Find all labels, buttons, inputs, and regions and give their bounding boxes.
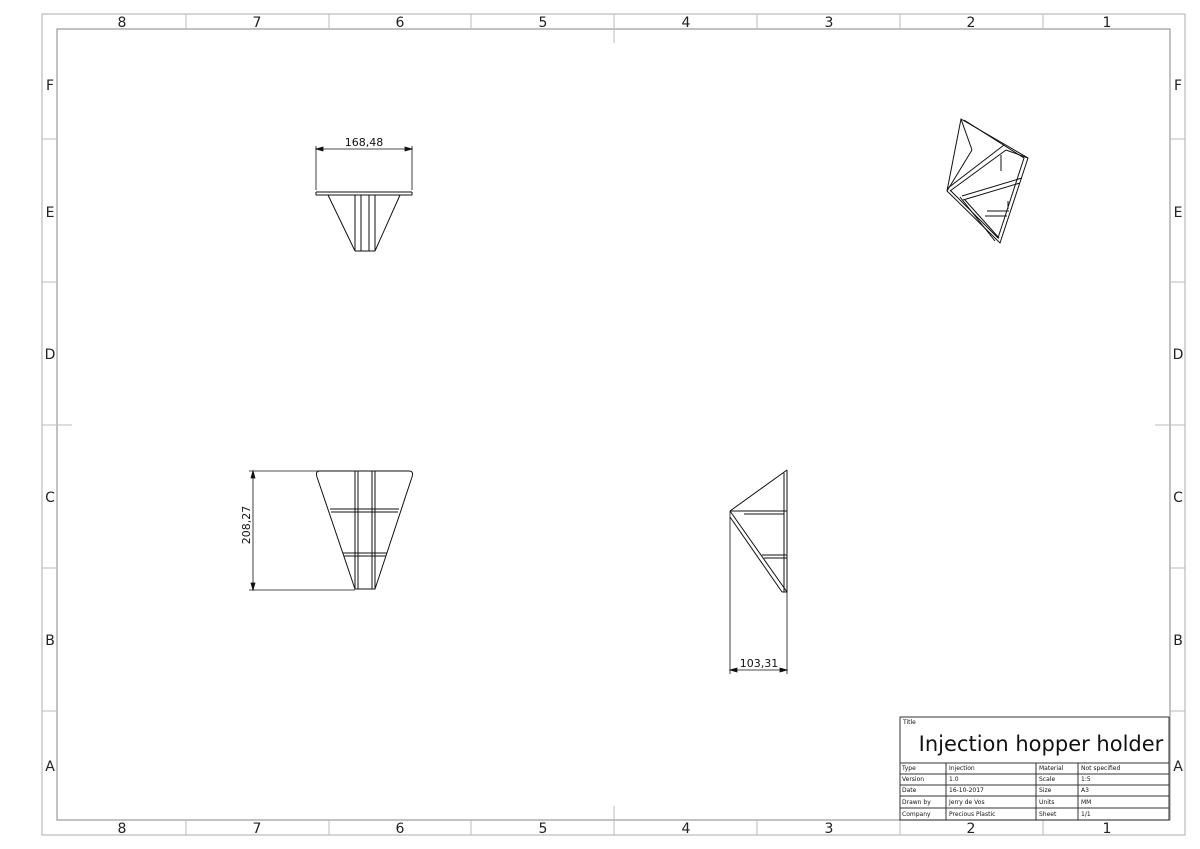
tb-row-key: Material <box>1039 765 1064 772</box>
zone-col-label: 6 <box>396 15 405 31</box>
zone-col-label: 5 <box>539 821 548 837</box>
zone-row-label: E <box>1174 205 1183 221</box>
front-view <box>315 470 414 590</box>
title-label: Title <box>902 719 916 726</box>
zone-labels-top: 8 7 6 5 4 3 2 1 <box>118 15 1112 31</box>
zone-row-label: C <box>45 490 55 506</box>
tb-row-key: Version <box>902 776 924 783</box>
zone-row-label: D <box>1173 347 1184 363</box>
tb-row-value: Jerry de Vos <box>948 799 985 806</box>
outer-border <box>41 13 1186 836</box>
tb-row-key: Type <box>901 765 916 772</box>
tb-row-value: 1.0 <box>949 776 959 783</box>
tb-row-value: MM <box>1081 799 1091 806</box>
zone-col-label: 3 <box>825 15 834 31</box>
drawing-title: Injection hopper holder <box>919 732 1164 756</box>
dimension-label-width: 168,48 <box>345 136 384 149</box>
tb-row-value: 1/1 <box>1081 811 1091 818</box>
zone-col-label: 8 <box>118 821 127 837</box>
zone-row-label: D <box>45 347 56 363</box>
tb-row-key: Drawn by <box>902 799 931 806</box>
tb-row-value: Precious Plastic <box>949 811 995 818</box>
zone-row-label: B <box>45 633 55 649</box>
zone-row-label: E <box>46 205 55 221</box>
zone-col-label: 1 <box>1103 821 1112 837</box>
zone-row-label: A <box>1173 759 1183 775</box>
isometric-view <box>946 118 1029 244</box>
zone-row-label: C <box>1173 490 1183 506</box>
tb-row-value: A3 <box>1081 787 1089 794</box>
zone-labels-bottom: 8 7 6 5 4 3 2 1 <box>118 821 1112 837</box>
zone-labels-left: F E D C B A <box>45 78 56 775</box>
zone-labels-right: F E D C B A <box>1173 78 1184 775</box>
tb-row-key: Company <box>902 811 931 818</box>
zone-row-label: B <box>1173 633 1183 649</box>
zone-col-label: 1 <box>1103 15 1112 31</box>
zone-col-label: 3 <box>825 821 834 837</box>
zone-col-label: 5 <box>539 15 548 31</box>
zone-col-label: 2 <box>967 15 976 31</box>
zone-col-label: 2 <box>967 821 976 837</box>
zone-row-label: F <box>1174 78 1182 94</box>
tb-row-key: Size <box>1039 787 1052 794</box>
tb-row-key: Sheet <box>1039 811 1057 818</box>
top-view <box>315 191 413 252</box>
zone-col-label: 8 <box>118 15 127 31</box>
dimension-label-height: 208,27 <box>240 506 253 545</box>
zone-col-label: 6 <box>396 821 405 837</box>
zone-col-label: 7 <box>253 15 262 31</box>
tb-row-key: Units <box>1039 799 1054 806</box>
tb-row-key: Date <box>902 787 917 794</box>
zone-dividers <box>42 14 1185 835</box>
side-view <box>729 469 788 593</box>
zone-col-label: 7 <box>253 821 262 837</box>
dimension-side-width <box>728 511 789 674</box>
dimension-top-width <box>314 146 414 190</box>
tb-row-key: Scale <box>1039 776 1055 783</box>
tb-row-value: Not specified <box>1081 765 1120 772</box>
dimension-label-depth: 103,31 <box>740 657 779 670</box>
tb-row-value: 16-10-2017 <box>949 787 984 794</box>
zone-row-label: A <box>45 759 55 775</box>
inner-border <box>56 28 1171 821</box>
zone-col-label: 4 <box>682 15 691 31</box>
zone-col-label: 4 <box>682 821 691 837</box>
zone-row-label: F <box>46 78 54 94</box>
tb-row-value: Injection <box>949 765 975 772</box>
tb-row-value: 1:5 <box>1081 776 1091 783</box>
dimension-front-height <box>249 469 355 592</box>
title-block <box>899 716 1170 821</box>
